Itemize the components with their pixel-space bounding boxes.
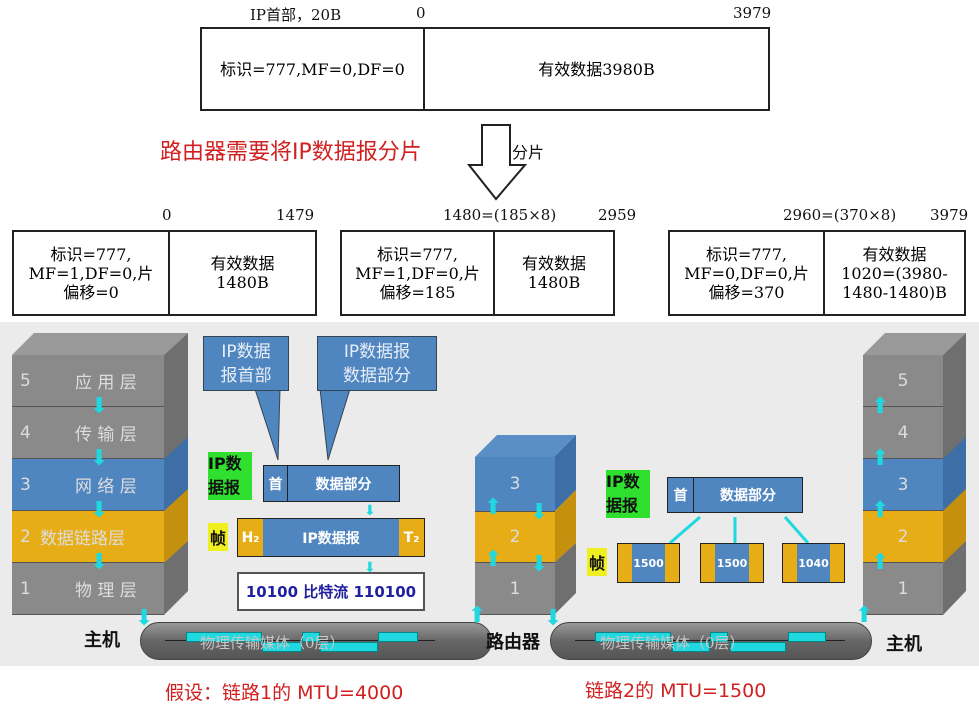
fragment-header: 标识=777, MF=1,DF=0,片 偏移=0 (14, 232, 170, 314)
down-arrow-icon: ⬇ (530, 500, 549, 525)
host-label-right: 主机 (886, 634, 922, 655)
datagram-header: 标识=777,MF=0,DF=0 (202, 29, 425, 109)
frame-tag: 帧 (208, 523, 229, 551)
signal-pulse (672, 642, 710, 652)
frag1-start: 0 (162, 206, 172, 224)
link2-mtu-note: 链路2的 MTU=1500 (585, 680, 767, 702)
datagram-head: 首 (668, 478, 694, 512)
signal-pulse (710, 632, 728, 642)
up-arrow-icon: ⬆ (484, 547, 503, 572)
fragment-3: 标识=777, MF=0,DF=0,片 偏移=370 有效数据 1020=(39… (668, 230, 966, 316)
router-layer-2: 2 (475, 512, 555, 563)
signal-pulse (302, 632, 320, 642)
frame-fragment-2: 1500 (700, 543, 764, 583)
signal-pulse (320, 642, 378, 652)
down-arrow-icon: ⬇ (544, 606, 563, 631)
left-stack-3d (12, 333, 188, 615)
down-arrow-icon: ⬇ (90, 550, 109, 575)
up-arrow-icon: ⬆ (871, 394, 890, 419)
split-arrows (669, 515, 810, 545)
datagram-right: 首 数据部分 (667, 477, 803, 513)
bitstream: 10100 比特流 110100 (237, 572, 425, 611)
datagram-body: 数据部分 (694, 478, 802, 512)
right-layer-4: 4 (863, 407, 943, 459)
original-datagram: 标识=777,MF=0,DF=0 有效数据3980B (200, 27, 770, 111)
pipe-label: 物理传输媒体（0层） (600, 634, 745, 652)
frame-size: 1040 (797, 544, 830, 582)
datagram-body: 数据部分 (288, 466, 399, 501)
fragment-header: 标识=777, MF=0,DF=0,片 偏移=370 (670, 232, 825, 314)
signal-pulse (378, 632, 418, 642)
host-label-left: 主机 (84, 630, 120, 651)
down-arrow-icon: ⬇ (364, 560, 376, 576)
signal-pulse (595, 632, 671, 642)
fragment-payload: 有效数据 1480B (210, 254, 275, 292)
signal-pulse (186, 632, 262, 642)
fragment-payload: 有效数据 1020=(3980- 1480-1480)B (841, 244, 948, 302)
signal-pulse (788, 632, 826, 642)
header-size-label: IP首部，20B (250, 6, 342, 24)
datagram-left: 首 数据部分 (263, 465, 400, 502)
fragment-payload: 有效数据 1480B (521, 254, 586, 292)
down-arrow-icon: ⬇ (530, 552, 549, 577)
down-arrow-icon: ⬇ (90, 498, 109, 523)
frag3-start: 2960=(370×8) (783, 206, 897, 224)
pipe-label: 物理传输媒体（0层） (200, 634, 345, 652)
up-arrow-icon: ⬆ (468, 603, 487, 628)
right-layer-3: 3 (863, 459, 943, 511)
frame-trailer: T₂ (399, 519, 424, 556)
frame-tag: 帧 (587, 548, 608, 576)
datagram-tag: IP数 据报 (606, 470, 650, 518)
down-arrow-icon (466, 124, 528, 201)
router-3d (475, 435, 576, 615)
router-label: 路由器 (486, 632, 540, 653)
frame-header: H₂ (238, 519, 263, 556)
frame-size: 1500 (632, 544, 665, 582)
frag2-end: 2959 (598, 206, 637, 224)
link1-mtu-note: 假设：链路1的 MTU=4000 (165, 682, 404, 704)
down-arrow-icon: ⬇ (90, 446, 109, 471)
frame-left: H₂ IP数据报 T₂ (237, 518, 425, 557)
fragment-2: 标识=777, MF=1,DF=0,片 偏移=185 有效数据 1480B (340, 230, 615, 316)
right-stack-3d (863, 333, 966, 615)
callout-header: IP数据 报首部 (203, 336, 289, 391)
right-layer-1: 1 (863, 563, 943, 615)
frag3-end: 3979 (930, 206, 969, 224)
frame-fragment-3: 1040 (782, 543, 845, 583)
datagram-payload: 有效数据3980B (538, 59, 655, 79)
frag1-end: 1479 (276, 206, 315, 224)
right-layer-5: 5 (863, 355, 943, 407)
fragment-1: 标识=777, MF=1,DF=0,片 偏移=0 有效数据 1480B (12, 230, 317, 316)
offset-end: 3979 (733, 4, 772, 22)
fragment-caption: 路由器需要将IP数据报分片 (160, 140, 422, 165)
offset-start: 0 (416, 4, 426, 22)
frame-fragment-1: 1500 (617, 543, 680, 583)
down-arrow-icon: ⬇ (364, 503, 376, 519)
up-arrow-icon: ⬆ (871, 498, 890, 523)
router-layer-3: 3 (475, 457, 555, 512)
signal-line (165, 640, 435, 641)
right-layer-2: 2 (863, 511, 943, 563)
frame-size: 1500 (715, 544, 749, 582)
router-layer-1: 1 (475, 563, 555, 615)
arrow-label: 分片 (512, 143, 545, 162)
up-arrow-icon: ⬆ (484, 495, 503, 520)
down-arrow-icon: ⬇ (90, 394, 109, 419)
callout-data: IP数据报 数据部分 (317, 336, 437, 391)
frame-body: IP数据报 (263, 519, 399, 556)
datagram-tag: IP数 据报 (208, 452, 252, 500)
up-arrow-icon: ⬆ (855, 603, 874, 628)
signal-pulse (730, 642, 786, 652)
signal-pulse (262, 642, 302, 652)
up-arrow-icon: ⬆ (871, 550, 890, 575)
up-arrow-icon: ⬆ (871, 446, 890, 471)
fragment-header: 标识=777, MF=1,DF=0,片 偏移=185 (342, 232, 495, 314)
datagram-head: 首 (264, 466, 288, 501)
frag2-start: 1480=(185×8) (443, 206, 557, 224)
